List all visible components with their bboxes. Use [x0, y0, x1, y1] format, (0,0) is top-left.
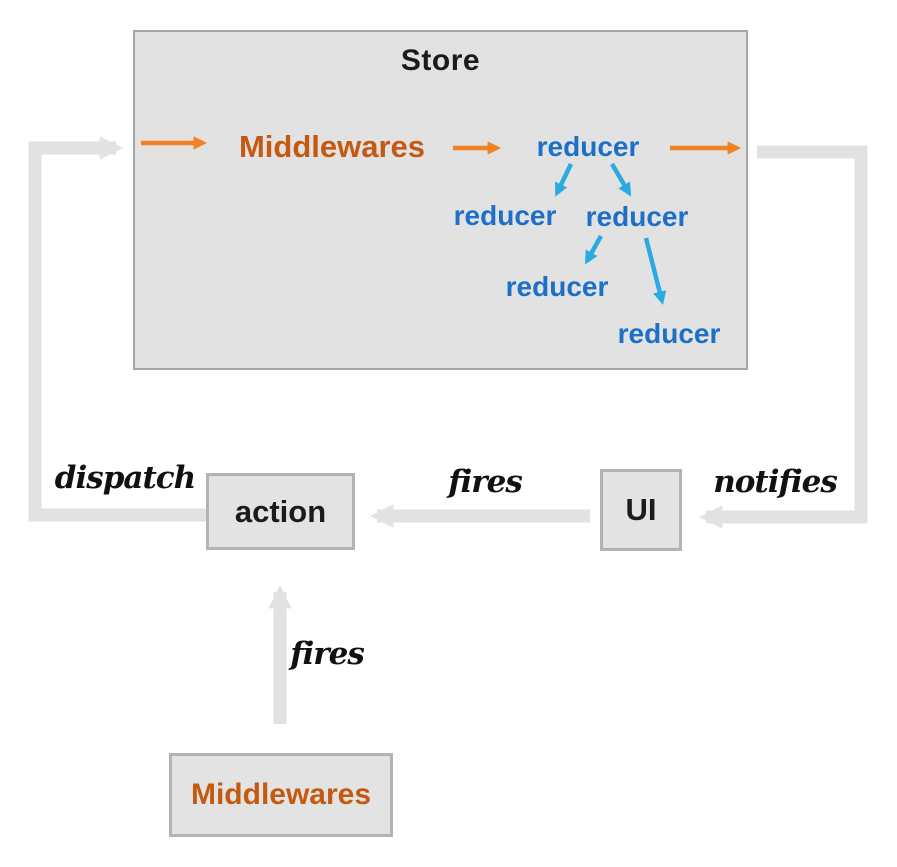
middlewares-box-label: Middlewares — [190, 778, 372, 811]
notifies-flow-arrow — [698, 145, 868, 529]
fires-ui-label: fires — [448, 464, 523, 500]
store-box — [133, 30, 748, 370]
middlewares-box: Middlewares — [169, 753, 393, 837]
ui-label: UI — [625, 492, 657, 527]
reducer-split-arrow-4 — [643, 237, 667, 305]
ui-box: UI — [600, 469, 682, 551]
dispatch-flow-arrow — [28, 136, 206, 522]
action-label: action — [234, 493, 327, 529]
action-box: action — [206, 473, 355, 550]
middlewares-store-label: Middlewares — [238, 129, 426, 164]
store-title: Store — [400, 44, 481, 77]
dispatch-label: dispatch — [54, 460, 196, 496]
reducer-grandchild-2-label: reducer — [617, 318, 721, 349]
fires-middlewares-label: fires — [290, 636, 365, 672]
notifies-label: notifies — [713, 464, 838, 500]
reducer-child-1-label: reducer — [453, 200, 557, 231]
reducer-child-2-label: reducer — [585, 201, 689, 232]
reducer-root-label: reducer — [536, 131, 640, 162]
reducer-split-arrow-1 — [554, 163, 574, 197]
reducer-split-arrow-3 — [585, 234, 603, 265]
reducer-grandchild-1-label: reducer — [505, 271, 609, 302]
reducer-split-arrow-2 — [610, 162, 632, 197]
